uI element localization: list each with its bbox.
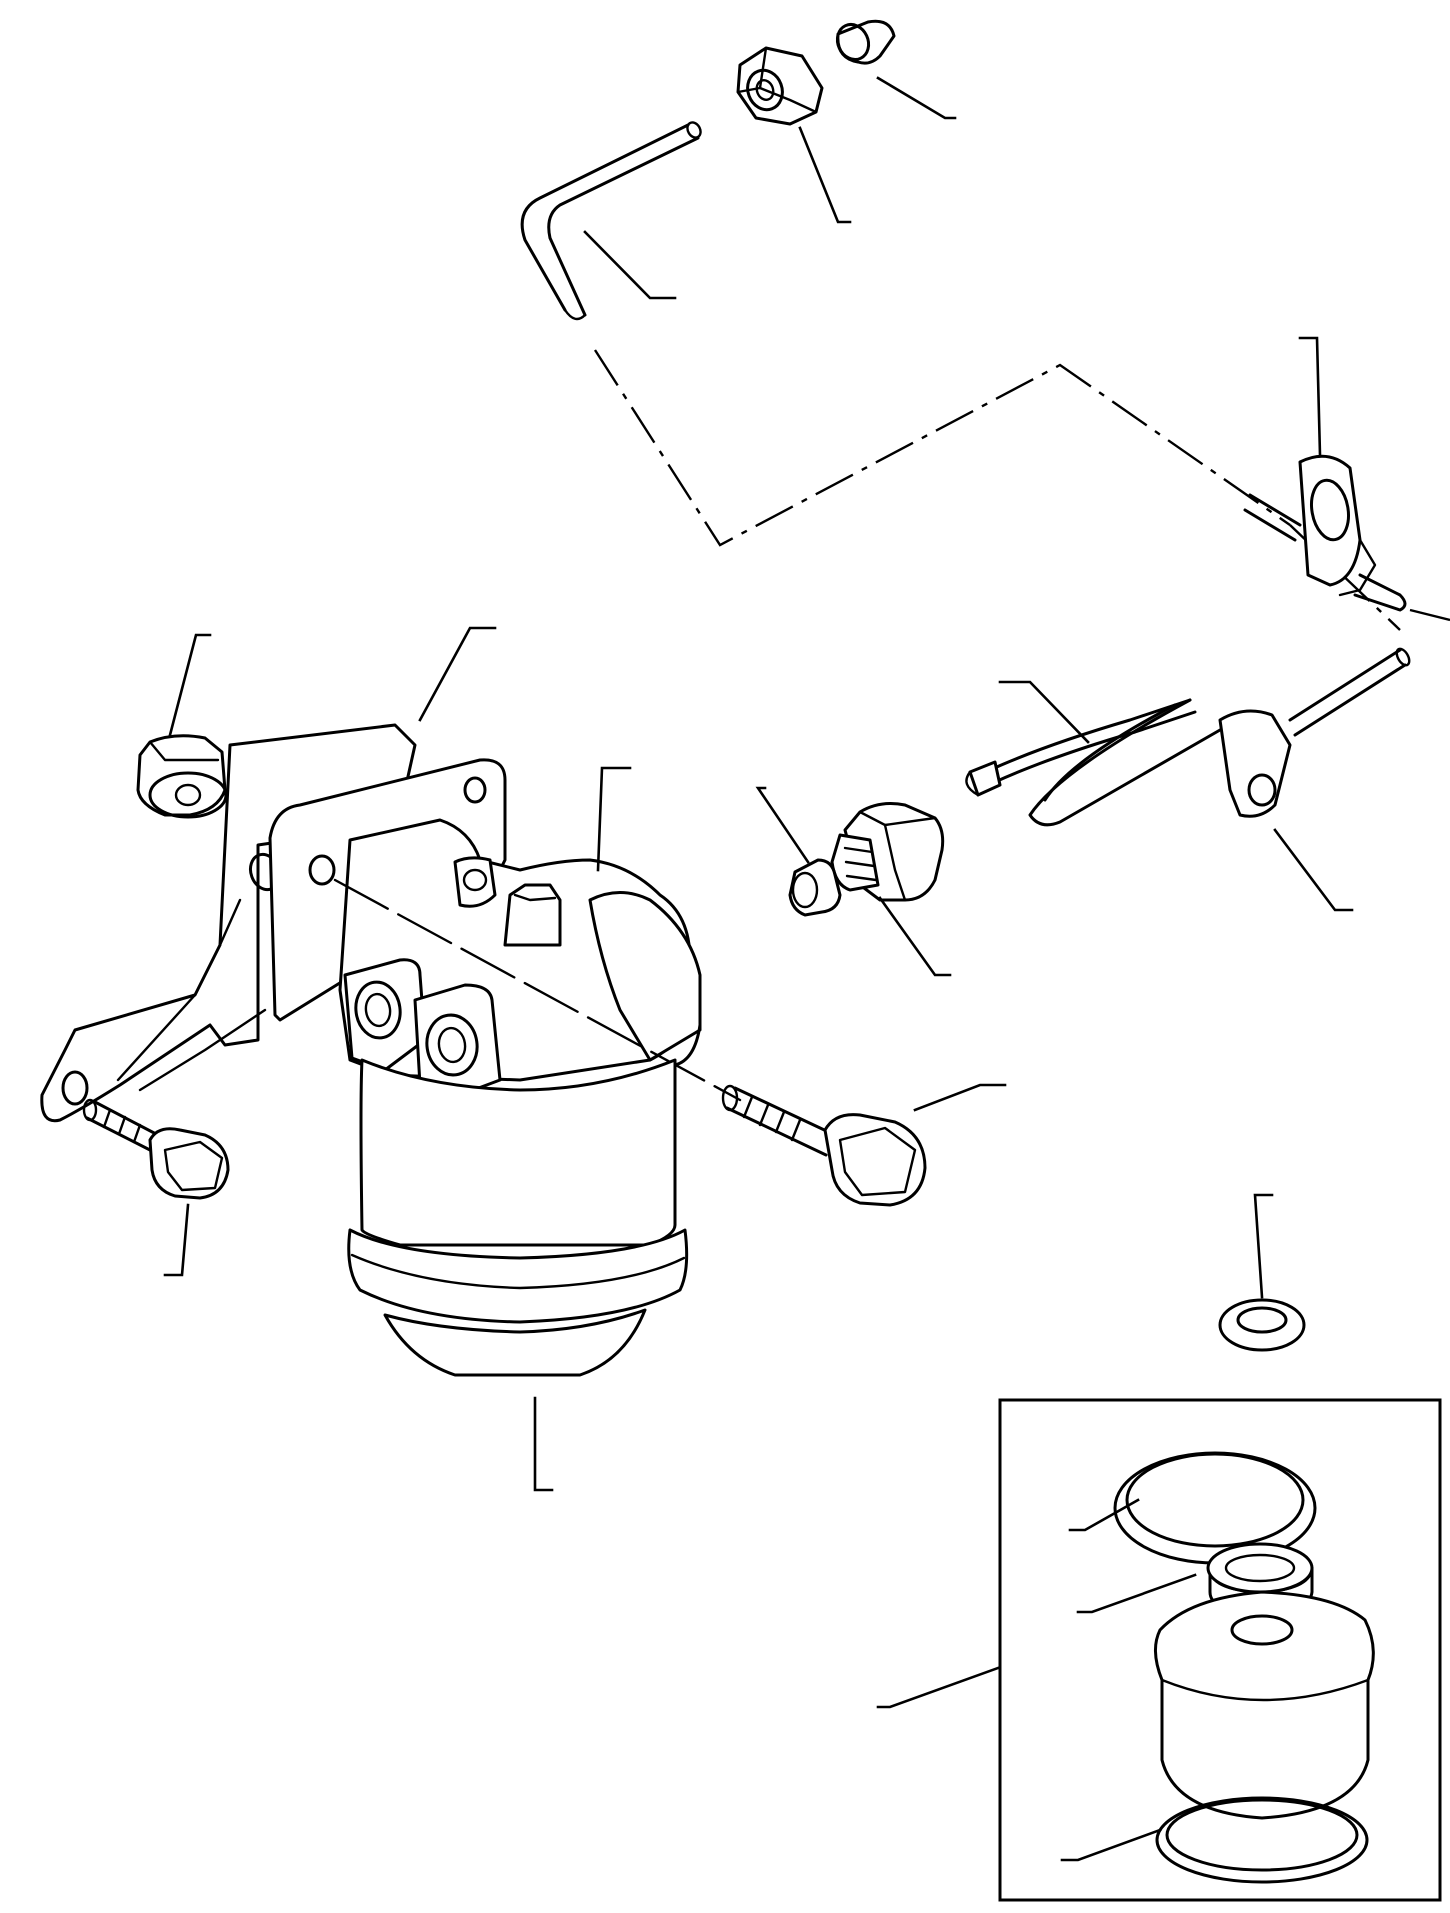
fuel-pipe-assembly-part [965,647,1411,912]
flange-bolt-right-part [721,1083,1007,1207]
hex-nut-part [736,46,852,224]
spacer-bush-part [136,633,228,819]
filter-cartridge-part [1154,1590,1375,1820]
cap-sleeve-part [835,19,957,120]
bleed-screw-part [755,786,842,917]
filter-head-part [268,758,742,1102]
filter-element-kit-box [876,1398,1442,1902]
flange-bolt-left-part [82,1098,230,1277]
adapter-union-part [830,802,952,977]
sealing-washer-part [1218,1193,1306,1352]
lower-seal-ring-part [1060,1796,1369,1884]
filter-bowl-part [347,1023,702,1492]
banjo-fitting-part [1243,336,1407,612]
bent-fuel-pipe-part [520,121,702,321]
